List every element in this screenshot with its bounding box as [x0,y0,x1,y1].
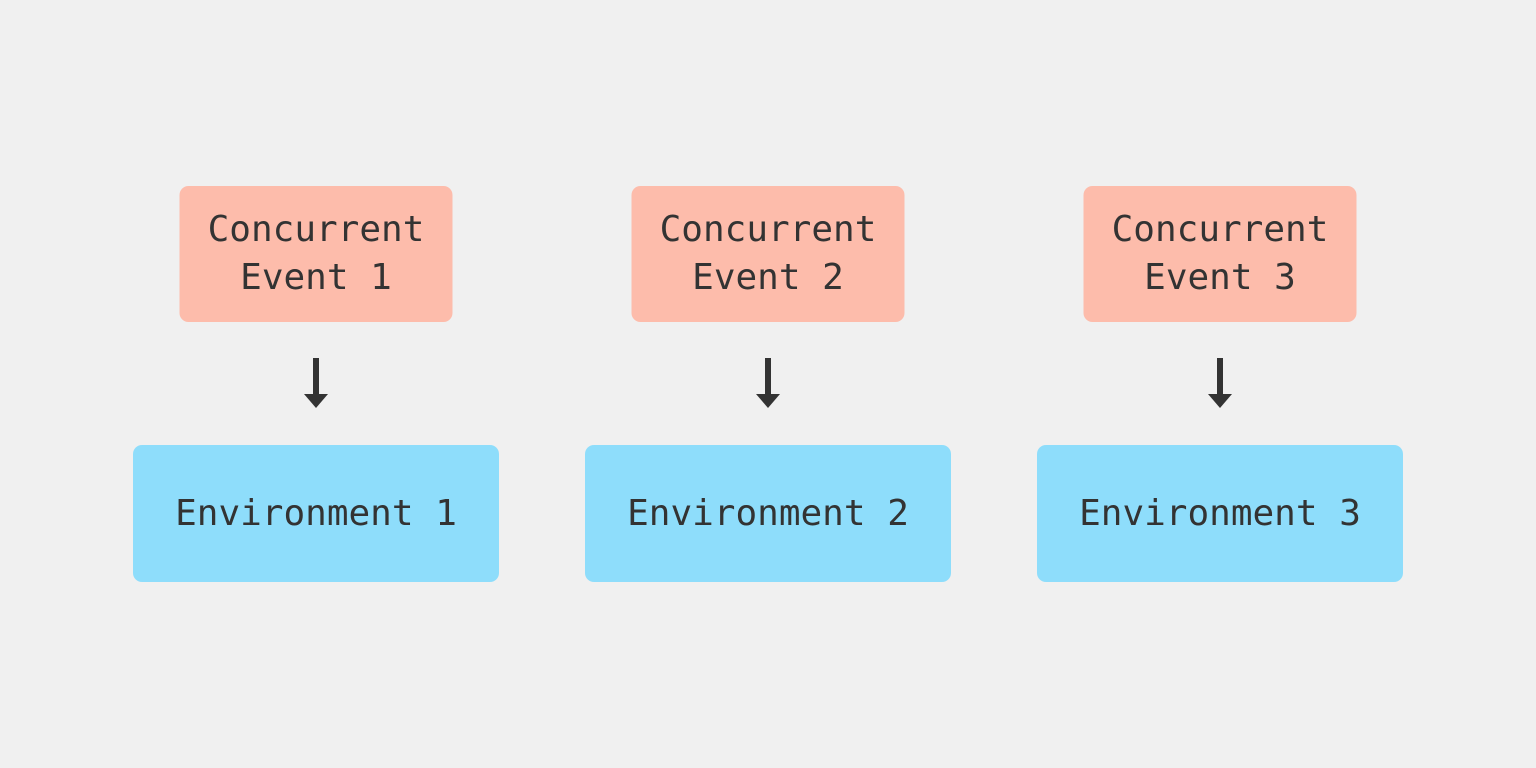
environment-box-3[interactable]: Environment 3 [1037,445,1403,582]
down-arrow-icon [753,358,783,410]
diagram-column-2: Concurrent Event 2 Environment 2 [542,0,994,768]
environment-box-1[interactable]: Environment 1 [133,445,499,582]
concurrent-event-box-3[interactable]: Concurrent Event 3 [1083,186,1357,322]
environment-box-2[interactable]: Environment 2 [585,445,951,582]
environment-label-2: Environment 2 [627,492,909,534]
diagram-column-1: Concurrent Event 1 Environment 1 [90,0,542,768]
concurrent-event-label-2: Concurrent Event 2 [659,209,877,298]
concurrent-event-label-3: Concurrent Event 3 [1111,209,1329,298]
concurrent-event-box-1[interactable]: Concurrent Event 1 [179,186,453,322]
down-arrow-icon [1205,358,1235,410]
diagram-column-3: Concurrent Event 3 Environment 3 [994,0,1446,768]
concurrent-event-label-1: Concurrent Event 1 [207,209,425,298]
environment-label-3: Environment 3 [1079,492,1361,534]
down-arrow-icon [301,358,331,410]
environment-label-1: Environment 1 [175,492,457,534]
concurrent-event-box-2[interactable]: Concurrent Event 2 [631,186,905,322]
